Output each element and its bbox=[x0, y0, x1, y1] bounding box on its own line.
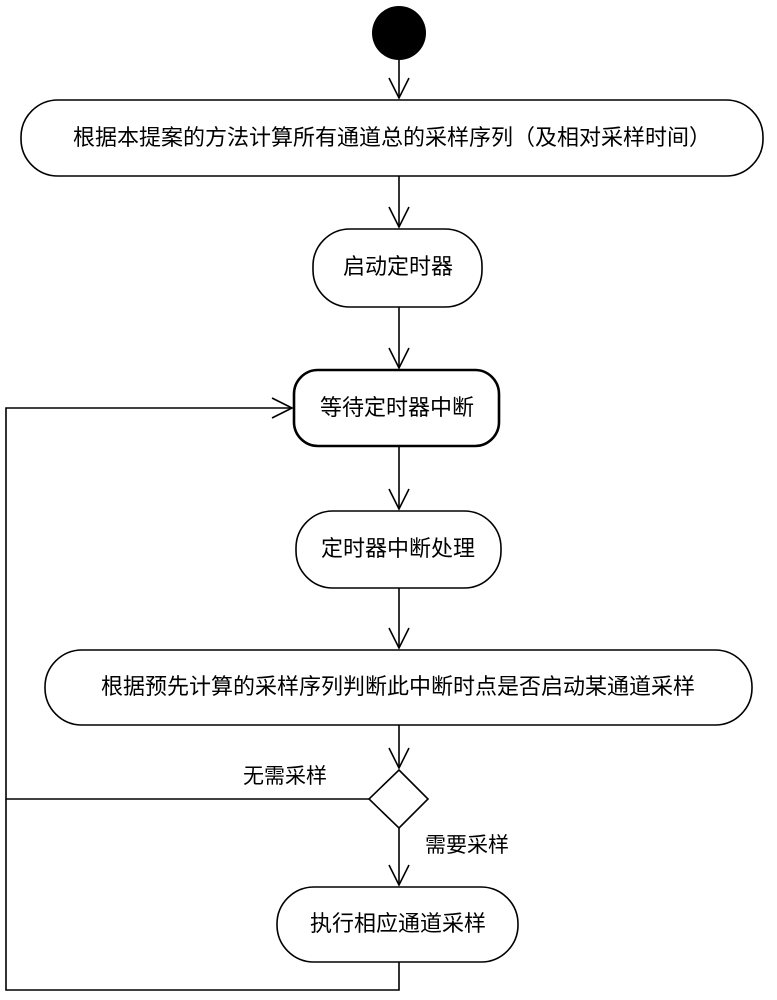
action-start-timer[interactable] bbox=[312, 228, 483, 308]
guard-no-sampling-label: 无需采样 bbox=[243, 764, 327, 788]
action-execute-sampling[interactable] bbox=[276, 886, 519, 963]
arrowhead bbox=[388, 488, 410, 511]
action-compute-sequence[interactable] bbox=[20, 99, 764, 177]
arrowhead bbox=[388, 77, 410, 100]
action-execute-sampling-label: 执行相应通道采样 bbox=[310, 912, 486, 937]
decision-node[interactable] bbox=[367, 768, 430, 830]
initial-node bbox=[372, 6, 426, 60]
edge-execute-loop bbox=[5, 799, 400, 991]
arrowhead bbox=[388, 864, 410, 887]
arrowhead bbox=[388, 347, 410, 370]
guard-needs-sampling-label: 需要采样 bbox=[425, 833, 509, 857]
arrowhead bbox=[388, 747, 410, 770]
action-decide-sampling-label: 根据预先计算的采样序列判断此中断时点是否启动某通道采样 bbox=[101, 675, 695, 700]
arrowhead bbox=[388, 627, 410, 650]
action-start-timer-label: 启动定时器 bbox=[343, 255, 453, 280]
action-wait-interrupt-label: 等待定时器中断 bbox=[320, 396, 474, 421]
action-wait-interrupt[interactable] bbox=[292, 368, 501, 448]
arrowhead bbox=[271, 397, 294, 419]
action-compute-sequence-label: 根据本提案的方法计算所有通道总的采样序列（及相对采样时间） bbox=[73, 126, 711, 151]
edge-no-sampling-loop bbox=[5, 407, 369, 800]
arrowhead bbox=[388, 206, 410, 229]
action-handle-interrupt-label: 定时器中断处理 bbox=[321, 537, 475, 562]
